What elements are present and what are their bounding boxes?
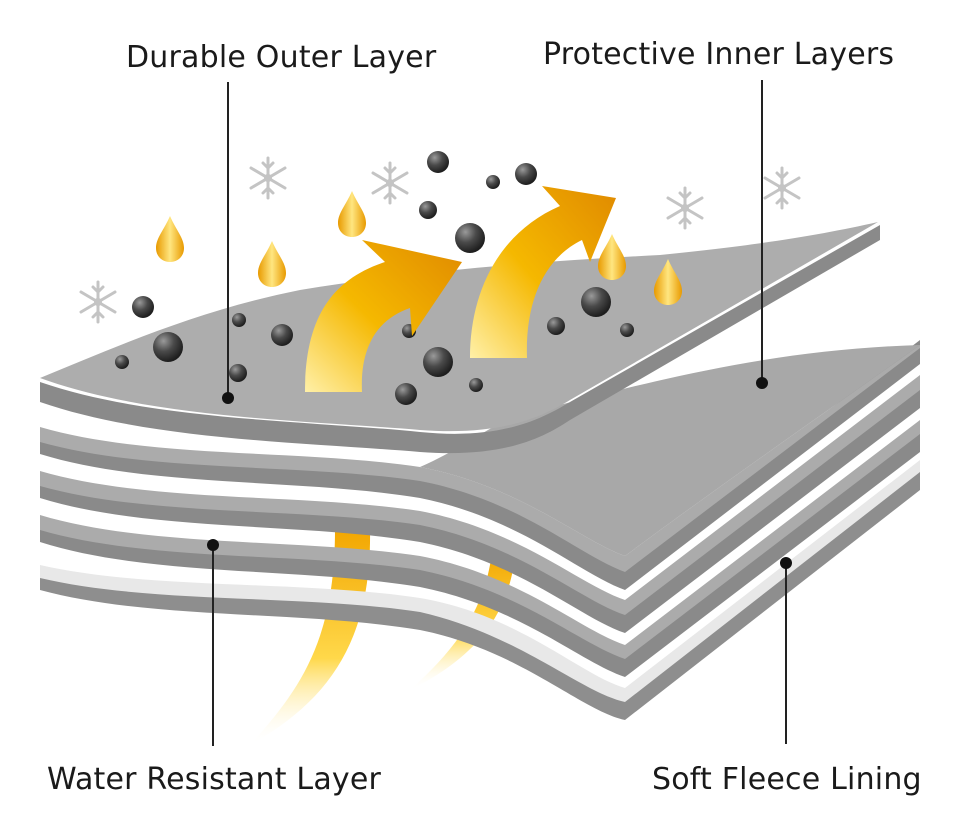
dust-particle-icon bbox=[423, 347, 453, 377]
dust-particle-icon bbox=[232, 313, 246, 327]
leader-dots bbox=[207, 377, 792, 569]
label-durable-outer-layer: Durable Outer Layer bbox=[126, 40, 437, 75]
snowflake-icon bbox=[79, 280, 117, 324]
leader-lines bbox=[212, 80, 787, 746]
protective-inner-layer-1 bbox=[40, 340, 920, 590]
airflow-arrow-icon bbox=[470, 186, 616, 358]
dust-particle-icon bbox=[229, 364, 247, 382]
water-drop-icon bbox=[258, 241, 286, 287]
water-resistant-layer bbox=[40, 420, 920, 677]
snowflake-icon bbox=[371, 161, 409, 205]
heat-stream-left bbox=[250, 528, 371, 745]
water-drop-icon bbox=[598, 234, 626, 280]
dust-particle-icon bbox=[620, 323, 634, 337]
soft-fleece-lining-layer bbox=[40, 460, 920, 720]
label-protective-inner-layers: Protective Inner Layers bbox=[543, 37, 895, 72]
dust-particle-icon bbox=[469, 378, 483, 392]
leader-dot-water-resistant bbox=[207, 539, 219, 551]
dust-particle-icon bbox=[515, 163, 537, 185]
dust-particle-icon bbox=[132, 296, 154, 318]
snowflake-icon bbox=[666, 186, 704, 230]
water-drop-icon bbox=[156, 216, 184, 262]
label-soft-fleece-lining: Soft Fleece Lining bbox=[652, 762, 922, 797]
dust-particle-icon bbox=[486, 175, 500, 189]
leader-dot-durable-outer bbox=[222, 392, 234, 404]
airflow-arrow-icon bbox=[305, 240, 462, 392]
water-drop-icon bbox=[338, 191, 366, 237]
dust-particle-icon bbox=[153, 332, 183, 362]
dust-particle-icon bbox=[419, 201, 437, 219]
dust-particle-icon bbox=[547, 317, 565, 335]
dust-particle-icon bbox=[455, 223, 485, 253]
dust-particle-icon bbox=[115, 355, 129, 369]
dust-particle-icon bbox=[427, 151, 449, 173]
leader-dot-protective-inner bbox=[756, 377, 768, 389]
dust-particle-icon bbox=[395, 383, 417, 405]
snowflake-icon bbox=[763, 166, 801, 210]
protective-inner-layer-2 bbox=[40, 375, 920, 633]
dust-particle-icon bbox=[581, 287, 611, 317]
dust-particle-icon bbox=[271, 324, 293, 346]
leader-dot-soft-fleece bbox=[780, 557, 792, 569]
label-water-resistant-layer: Water Resistant Layer bbox=[47, 762, 382, 797]
snowflake-icon bbox=[249, 156, 287, 200]
dust-particles bbox=[115, 151, 634, 405]
